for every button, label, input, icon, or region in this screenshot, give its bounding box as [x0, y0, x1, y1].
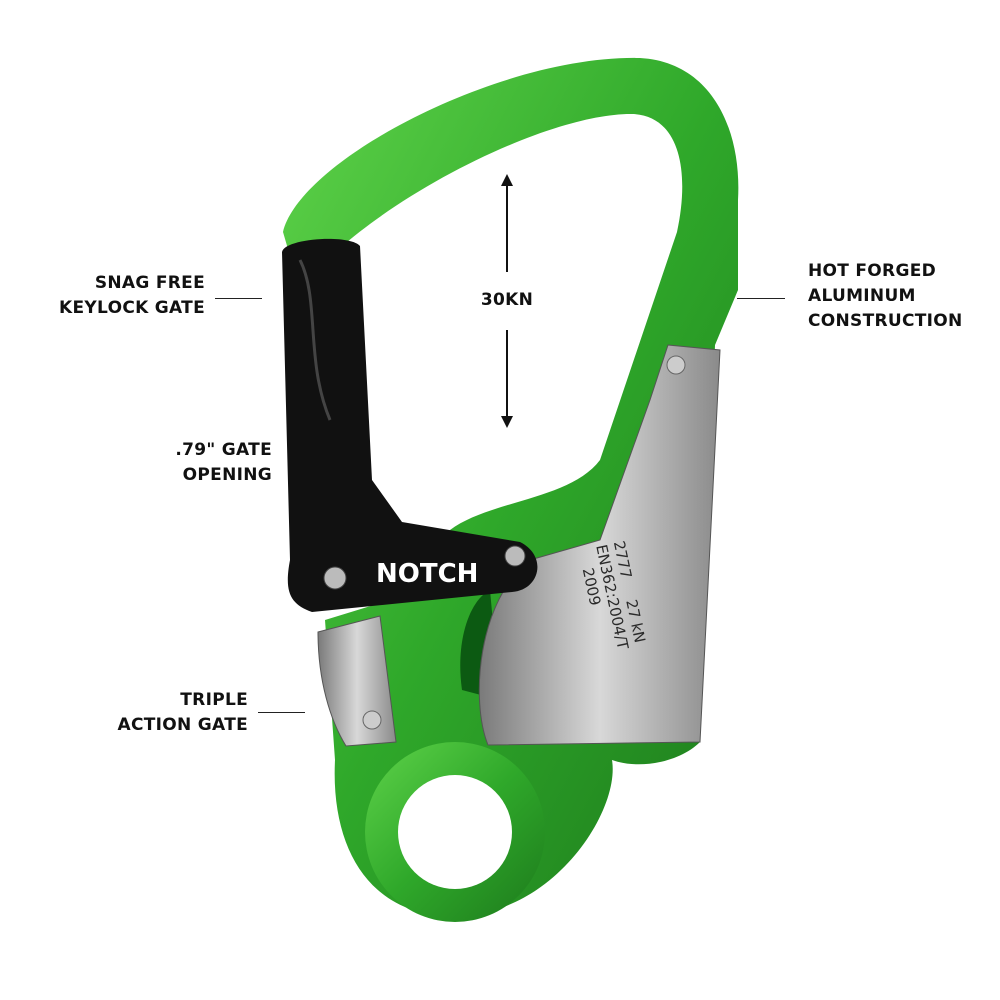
callout-keylock-gate: SNAG FREE KEYLOCK GATE	[59, 271, 205, 321]
callout-text: ACTION GATE	[117, 715, 248, 735]
callout-text: ALUMINUM	[808, 286, 916, 306]
engraving: 2777 27 kN EN362:2004/T 2009	[579, 539, 649, 652]
callout-text: SNAG FREE	[94, 273, 205, 293]
strength-arrows	[501, 174, 513, 428]
callout-strength: 30KN	[480, 290, 534, 310]
carabiner-body	[283, 57, 739, 922]
callout-aluminum: HOT FORGED ALUMINUM CONSTRUCTION	[808, 259, 963, 334]
callout-text: HOT FORGED	[808, 261, 937, 281]
callout-gate-opening: .79" GATE OPENING	[175, 438, 272, 488]
callout-text: TRIPLE	[180, 690, 248, 710]
callout-text: OPENING	[182, 465, 272, 485]
callout-line	[737, 298, 785, 299]
callout-line	[258, 712, 305, 713]
callout-text: .79" GATE	[175, 440, 272, 460]
callout-text: CONSTRUCTION	[808, 311, 963, 331]
brand-logo: NOTCH	[376, 559, 478, 589]
keylock-gate	[282, 238, 538, 612]
callout-triple-action: TRIPLE ACTION GATE	[118, 688, 248, 738]
callout-text: KEYLOCK GATE	[59, 298, 205, 318]
callout-line	[215, 298, 262, 299]
